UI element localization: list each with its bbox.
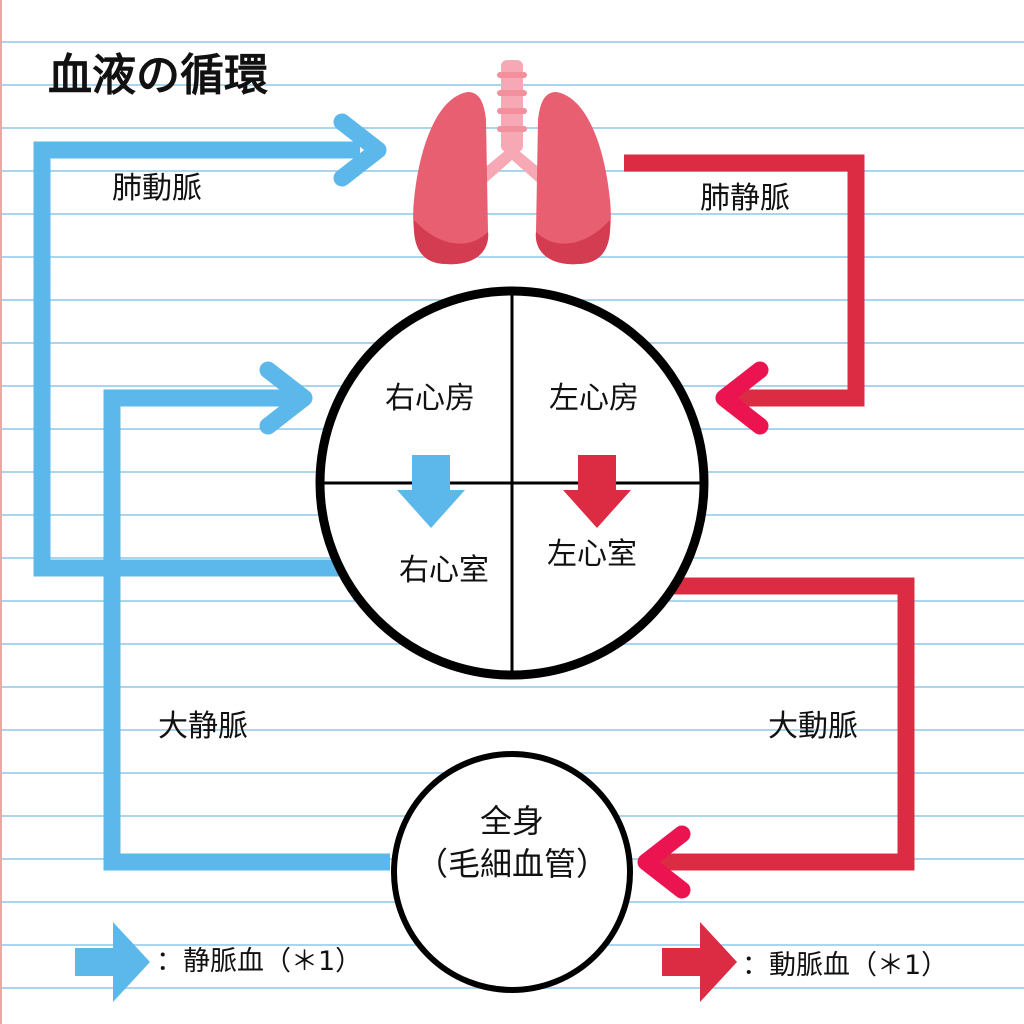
pulmonary-artery-path bbox=[33, 141, 360, 577]
aorta-path bbox=[660, 577, 915, 871]
legend-venous-arrow bbox=[75, 922, 150, 1002]
right-atrium-label: 右心房 bbox=[385, 381, 475, 416]
pulmonary-vein-label: 肺静脈 bbox=[700, 181, 790, 216]
page-title: 血液の循環 bbox=[48, 50, 268, 101]
legend-arterial-arrow bbox=[662, 922, 737, 1002]
vena-cava-path bbox=[103, 389, 390, 871]
right-heart-down-arrow bbox=[397, 455, 465, 528]
whole-body-line1: 全身 bbox=[479, 802, 544, 840]
pulmonary-artery-label: 肺動脈 bbox=[112, 171, 202, 206]
aorta-arrowhead bbox=[637, 825, 691, 899]
whole-body-circle bbox=[391, 751, 633, 993]
legend-venous-label: ：静脈血（＊1） bbox=[156, 946, 363, 977]
left-heart-down-arrow bbox=[563, 455, 631, 528]
left-ventricle-label: 左心室 bbox=[547, 537, 637, 572]
legend-arterial-label: ：動脈血（＊1） bbox=[742, 950, 949, 981]
whole-body-line2: （毛細血管） bbox=[415, 845, 608, 884]
aorta-label: 大動脈 bbox=[768, 709, 858, 744]
right-ventricle-label: 右心室 bbox=[399, 553, 489, 588]
vena-cava-label: 大静脈 bbox=[158, 709, 248, 744]
vena-cava-arrowhead bbox=[259, 361, 313, 435]
left-atrium-label: 左心房 bbox=[549, 381, 639, 416]
whole-body-label: 全身 （毛細血管） bbox=[392, 800, 632, 886]
pulmonary-artery-arrowhead bbox=[333, 113, 387, 187]
notebook-margin-line bbox=[0, 0, 2, 1024]
pulmonary-vein-path bbox=[624, 154, 865, 407]
lungs-icon bbox=[413, 60, 611, 265]
pulmonary-vein-arrowhead bbox=[715, 361, 769, 435]
